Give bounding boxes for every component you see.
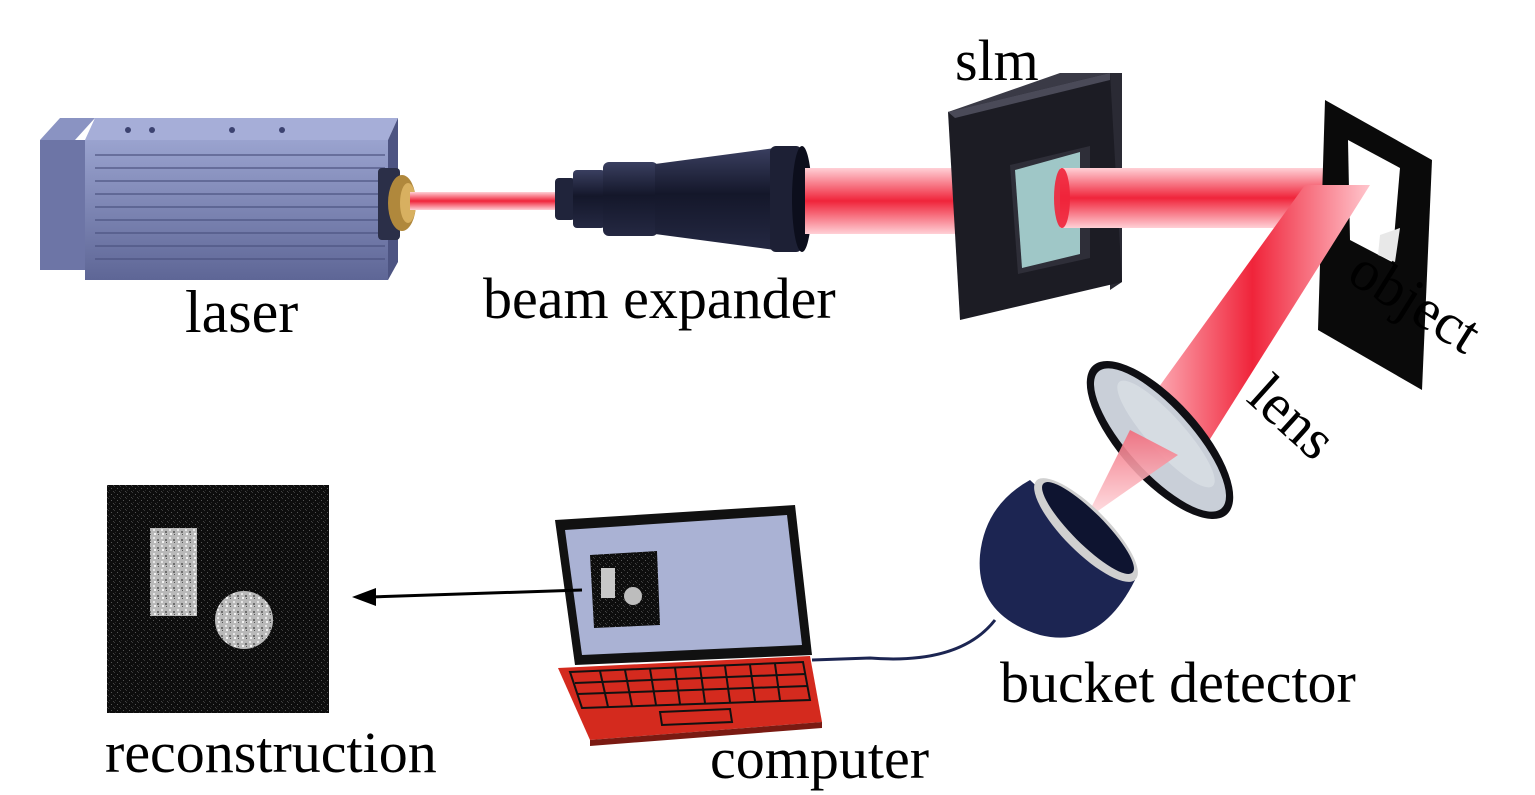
output-arrow (352, 588, 583, 606)
reconstruction-image (107, 485, 329, 713)
expanded-beam (805, 168, 955, 234)
bucket-detector (979, 478, 1138, 638)
reflected-beam (1135, 185, 1370, 455)
object-mask (1318, 100, 1432, 390)
laser (40, 118, 416, 280)
focused-cone (1085, 430, 1178, 520)
laptop-computer (555, 505, 822, 746)
label-lens: lens (1236, 361, 1349, 472)
label-slm: slm (955, 28, 1039, 93)
label-laser: laser (185, 279, 298, 345)
slm (948, 73, 1122, 320)
label-reconstruction: reconstruction (105, 720, 437, 785)
label-bucket-detector: bucket detector (1000, 650, 1356, 715)
lens (1086, 361, 1234, 519)
beam-expander (555, 146, 812, 252)
label-computer: computer (710, 726, 929, 791)
detector-cable (811, 619, 997, 662)
laser-beam-thin (410, 192, 558, 210)
label-beam-expander: beam expander (483, 266, 836, 331)
